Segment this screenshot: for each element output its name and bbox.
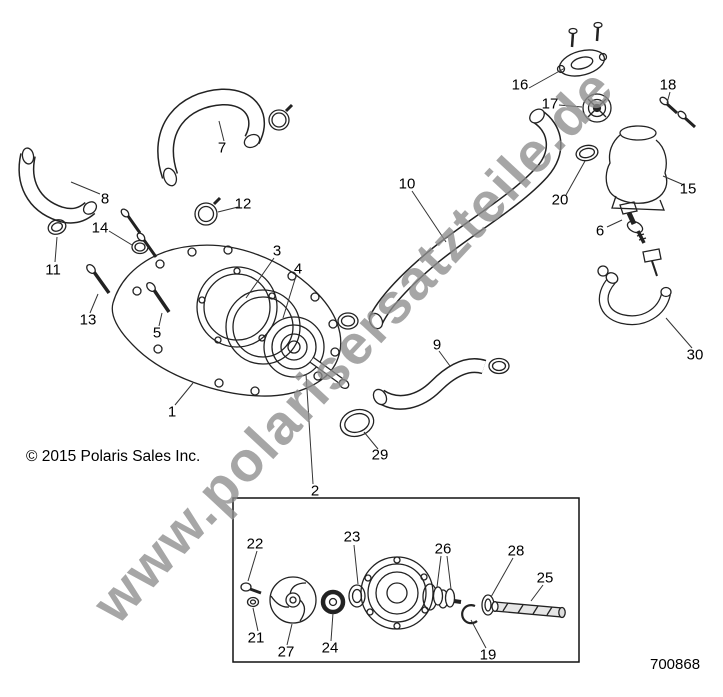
pump-shaft (491, 601, 566, 619)
temp-sensor (619, 201, 647, 244)
hose-lower (372, 358, 487, 410)
o-rings-26 (432, 586, 456, 608)
thermostat-cover (556, 21, 608, 77)
thermostat-housing (605, 125, 668, 211)
hose-upper (157, 88, 266, 187)
bolts-18 (659, 96, 697, 129)
pump-housing-detail (360, 556, 462, 630)
inset-bolt-washer (240, 582, 262, 608)
hose-clamp-icon (268, 103, 294, 131)
clamp-hose9 (488, 357, 510, 375)
inset-box (232, 497, 580, 663)
clamp-11 (47, 219, 67, 235)
seal-20 (575, 144, 599, 162)
o-ring-29 (339, 408, 375, 438)
bolt-icons (86, 208, 171, 313)
hose-left (18, 147, 98, 224)
thermostat (582, 93, 612, 123)
mechanical-seals (320, 584, 366, 615)
bypass-hose-assy (597, 248, 672, 326)
clamp-hose10 (337, 312, 359, 330)
clamp-12 (194, 196, 222, 226)
hose-long (368, 108, 562, 330)
leader-lines (54, 67, 693, 649)
pump-cover-outline (111, 244, 342, 397)
part-number: 700868 (650, 656, 701, 673)
copyright-text: © 2015 Polaris Sales Inc. (26, 448, 201, 465)
impeller (269, 576, 317, 624)
water-pump-assembly (196, 266, 350, 390)
